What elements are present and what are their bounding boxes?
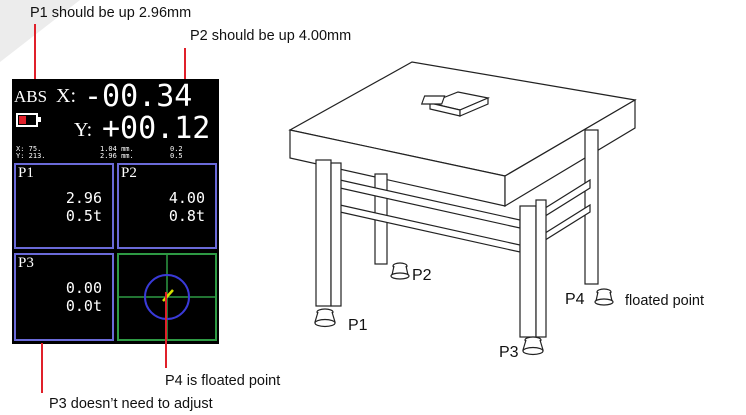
small-readout-y: Y: 213. [16,152,46,160]
table-label-p4: P4 [565,291,585,308]
p3-tonnage: 0.0t [65,297,102,315]
watermark-corner [0,0,80,62]
table-label-floated-point: floated point [625,293,705,309]
p4-note: P4 is floated point [165,373,281,389]
p4-leader-line [165,292,167,368]
table-label-p2: P2 [412,267,432,284]
bubble-level-box [117,253,217,341]
small-readout-mm2: 2.96 mm. [100,152,134,160]
mode-label: ABS [14,87,48,106]
level-device-screen: ABS X: -00.34 Y: +00.12 X: 75. Y: 213. 1… [12,79,219,344]
small-readout-v1: 0.2 [170,145,183,153]
bubble-level-icon [119,255,215,339]
p3-mm-value: 0.00 [65,279,102,297]
p3-label: P3 [18,255,34,271]
x-axis-label: X: [56,85,76,107]
table-label-p1: P1 [348,317,368,334]
small-readout-v2: 0.5 [170,152,183,160]
p2-box: P2 4.00 0.8t [117,163,217,249]
p3-note: P3 doesn’t need to adjust [49,396,213,412]
p3-box: P3 0.00 0.0t [14,253,114,341]
small-readout-x: X: 75. [16,145,42,153]
p1-box: P1 2.96 0.5t [14,163,114,249]
y-axis-label: Y: [74,119,93,141]
p3-leader-line [41,343,43,393]
p2-tonnage: 0.8t [168,207,205,225]
table-label-p3: P3 [499,344,519,361]
p2-label: P2 [121,165,137,181]
y-reading: +00.12 [102,111,211,146]
p1-tonnage: 0.5t [65,207,102,225]
p1-mm-value: 2.96 [65,189,102,207]
surface-plate-stand-illustration [288,61,637,356]
battery-icon [16,113,41,127]
x-reading: -00.34 [84,79,193,114]
small-readout-mm1: 1.04 mm. [100,145,134,153]
p1-label: P1 [18,165,34,181]
p1-note: P1 should be up 2.96mm [30,5,192,21]
p2-mm-value: 4.00 [168,189,205,207]
p2-note: P2 should be up 4.00mm [190,28,352,44]
